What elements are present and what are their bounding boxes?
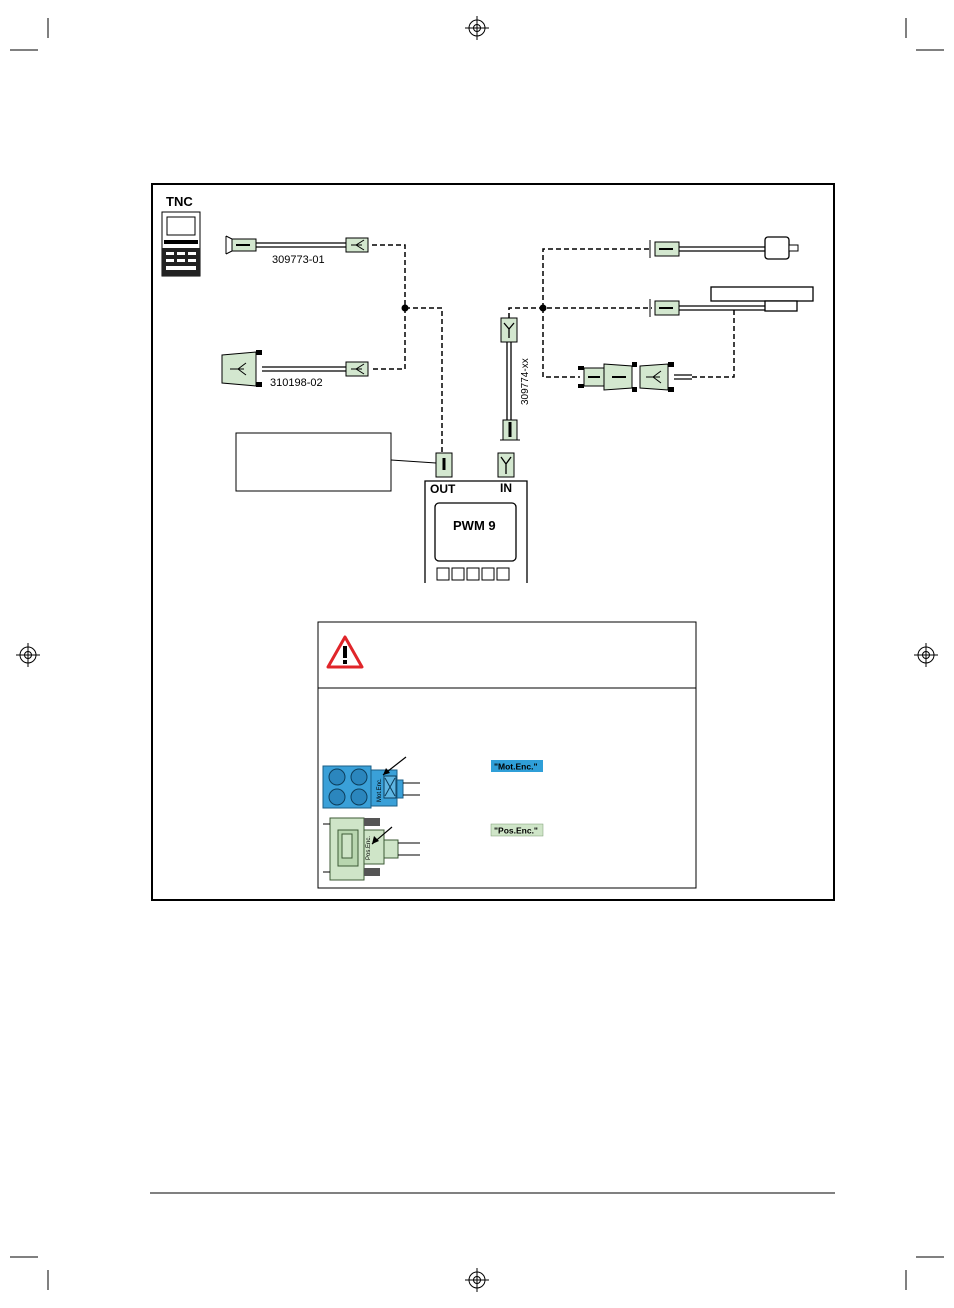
cable-3-part-number: 309774-xx	[520, 358, 531, 405]
out-annotation-leader	[390, 459, 437, 464]
left-dashed-wiring	[372, 244, 443, 452]
motor-encoder-cable	[649, 236, 799, 260]
tnc-control-unit-icon	[161, 211, 201, 277]
cable-309774-xx	[500, 317, 520, 441]
motor-encoder-connector-image	[322, 756, 420, 809]
crop-marks	[10, 18, 944, 1290]
cable-2-part-number: 310198-02	[270, 377, 323, 389]
pwm-model-label: PWM 9	[453, 518, 496, 533]
out-annotation-box	[235, 432, 392, 492]
mot-enc-connector-text: Mot.Enc.	[377, 778, 383, 802]
registration-mark-left	[16, 643, 40, 667]
registration-mark-right	[914, 643, 938, 667]
position-encoder-connector-image	[323, 817, 420, 881]
diagram-frame	[151, 183, 835, 901]
cable-1-part-number: 309773-01	[272, 254, 325, 266]
pos-enc-connector-text: Pos.Enc.	[366, 836, 372, 860]
adapter-connector-pair	[578, 362, 692, 392]
cable-310198-02	[221, 350, 369, 387]
registration-mark-bottom	[465, 1268, 489, 1292]
position-encoder-cable	[649, 286, 814, 317]
mot-enc-tag: "Mot.Enc."	[494, 762, 537, 772]
junction-left	[401, 304, 409, 312]
tnc-label: TNC	[166, 194, 193, 209]
pwm-in-label: IN	[500, 481, 512, 495]
pwm-out-label: OUT	[430, 482, 456, 496]
mot-enc-tag-background	[491, 760, 543, 772]
cable-309773-01	[225, 235, 369, 255]
warning-triangle-icon	[326, 635, 364, 669]
registration-mark-top	[465, 16, 489, 40]
pwm9-device	[424, 452, 528, 583]
junction-right	[539, 304, 547, 312]
pos-enc-tag: "Pos.Enc."	[494, 826, 538, 836]
right-dashed-wiring	[508, 248, 735, 378]
pos-enc-tag-background	[490, 823, 544, 837]
